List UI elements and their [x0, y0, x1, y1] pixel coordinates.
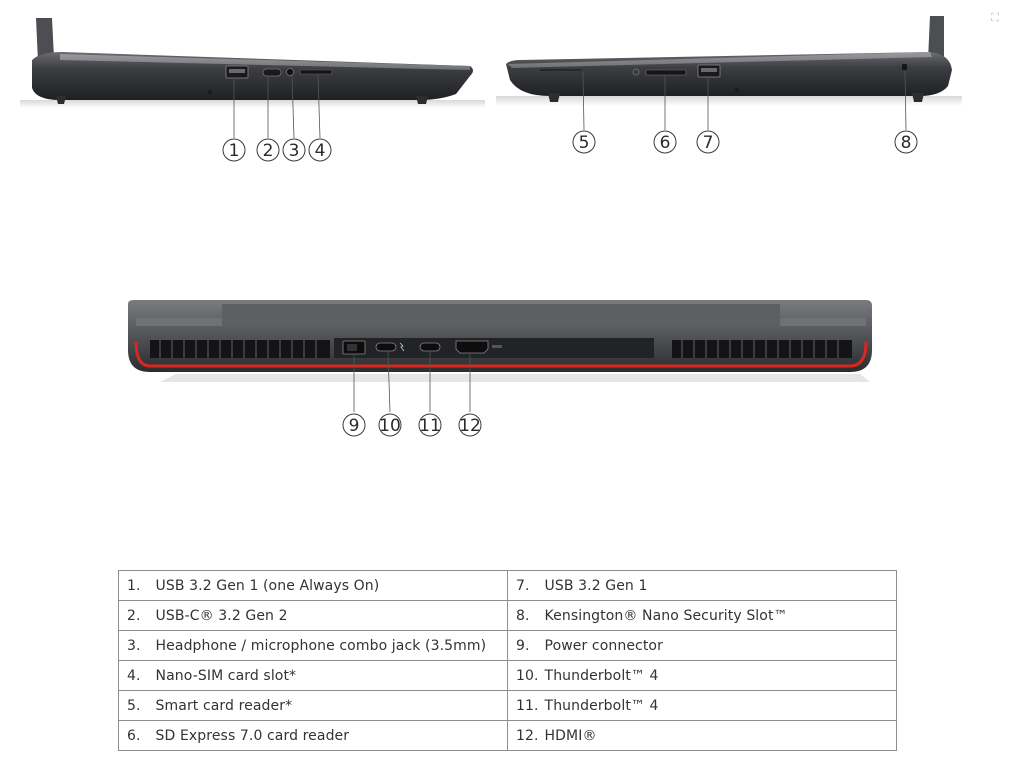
- table-cell: 8. Kensington® Nano Security Slot™: [507, 600, 897, 631]
- callout-number: 12: [459, 416, 481, 436]
- callout-6: 6: [653, 130, 677, 154]
- callout-number: 10: [379, 416, 401, 436]
- table-cell: 1. USB 3.2 Gen 1 (one Always On): [118, 570, 508, 601]
- item-number: 4.: [127, 667, 141, 684]
- callout-number: 6: [660, 133, 671, 153]
- callout-number: 7: [703, 133, 714, 153]
- item-number: 1.: [127, 577, 141, 594]
- table-cell: 10. Thunderbolt™ 4: [507, 660, 897, 691]
- callout-9: 9: [342, 413, 366, 437]
- right-side-view: [496, 16, 962, 131]
- table-row: 4. Nano-SIM card slot*10. Thunderbolt™ 4: [118, 660, 897, 691]
- table-row: 1. USB 3.2 Gen 1 (one Always On)7. USB 3…: [118, 570, 897, 601]
- table-cell: 7. USB 3.2 Gen 1: [507, 570, 897, 601]
- table-cell: 11. Thunderbolt™ 4: [507, 690, 897, 721]
- callout-number: 1: [229, 141, 240, 161]
- item-label: Power connector: [540, 637, 663, 654]
- item-label: Nano-SIM card slot*: [151, 667, 297, 684]
- callout-number: 4: [315, 141, 326, 161]
- expand-icon[interactable]: ⛶: [991, 11, 999, 24]
- callout-3: 3: [282, 138, 306, 162]
- callout-5: 5: [572, 130, 596, 154]
- item-label: Kensington® Nano Security Slot™: [540, 607, 788, 624]
- table-row: 3. Headphone / microphone combo jack (3.…: [118, 630, 897, 661]
- item-number: 9.: [516, 637, 530, 654]
- item-number: 11.: [516, 697, 539, 714]
- left-side-view: [20, 18, 485, 139]
- table-cell: 4. Nano-SIM card slot*: [118, 660, 508, 691]
- item-label: HDMI®: [540, 727, 597, 744]
- port-spec-table: 1. USB 3.2 Gen 1 (one Always On)7. USB 3…: [118, 570, 897, 751]
- item-number: 5.: [127, 697, 141, 714]
- callout-number: 2: [263, 141, 274, 161]
- item-label: Thunderbolt™ 4: [540, 697, 659, 714]
- table-cell: 3. Headphone / microphone combo jack (3.…: [118, 630, 508, 661]
- callout-number: 9: [349, 416, 360, 436]
- item-label: Headphone / microphone combo jack (3.5mm…: [151, 637, 487, 654]
- item-label: SD Express 7.0 card reader: [151, 727, 350, 744]
- table-cell: 12. HDMI®: [507, 720, 897, 751]
- item-number: 12.: [516, 727, 539, 744]
- table-cell: 5. Smart card reader*: [118, 690, 508, 721]
- item-number: 6.: [127, 727, 141, 744]
- table-cell: 2. USB-C® 3.2 Gen 2: [118, 600, 508, 631]
- item-number: 3.: [127, 637, 141, 654]
- item-label: USB 3.2 Gen 1: [540, 577, 648, 594]
- item-number: 7.: [516, 577, 530, 594]
- item-number: 10.: [516, 667, 539, 684]
- table-row: 5. Smart card reader*11. Thunderbolt™ 4: [118, 690, 897, 721]
- rear-view: [128, 300, 872, 413]
- callout-number: 8: [901, 133, 912, 153]
- callout-8: 8: [894, 130, 918, 154]
- item-number: 2.: [127, 607, 141, 624]
- callout-number: 5: [579, 133, 590, 153]
- item-label: USB 3.2 Gen 1 (one Always On): [151, 577, 380, 594]
- callout-11: 11: [418, 413, 442, 437]
- callout-number: 3: [289, 141, 300, 161]
- callout-number: 11: [419, 416, 441, 436]
- item-label: Smart card reader*: [151, 697, 293, 714]
- table-cell: 9. Power connector: [507, 630, 897, 661]
- callout-10: 10: [378, 413, 402, 437]
- callout-12: 12: [458, 413, 482, 437]
- item-label: USB-C® 3.2 Gen 2: [151, 607, 288, 624]
- item-number: 8.: [516, 607, 530, 624]
- callout-7: 7: [696, 130, 720, 154]
- callout-1: 1: [222, 138, 246, 162]
- callout-4: 4: [308, 138, 332, 162]
- callout-2: 2: [256, 138, 280, 162]
- table-cell: 6. SD Express 7.0 card reader: [118, 720, 508, 751]
- item-label: Thunderbolt™ 4: [540, 667, 659, 684]
